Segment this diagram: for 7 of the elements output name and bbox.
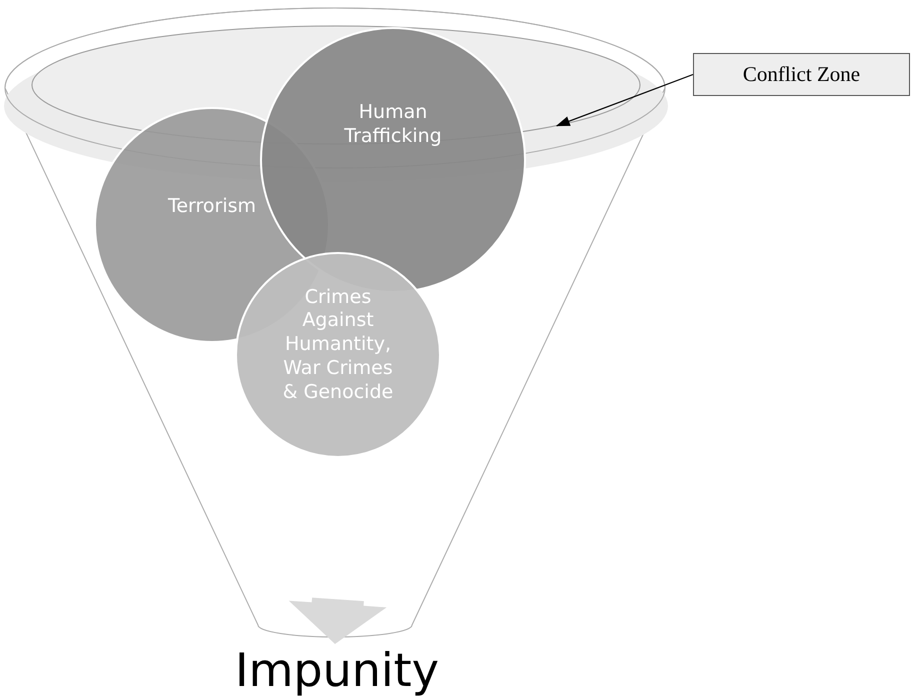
circle-label: Crimes Against Humantity, War Crimes & Genocide (282, 286, 394, 404)
arrow (556, 74, 694, 126)
callout-box: Conflict Zone (693, 53, 910, 96)
circle-label: Human Trafficking (343, 101, 443, 149)
circle-label: Terrorism (166, 195, 258, 219)
block-arrow (288, 598, 387, 644)
result-label: Impunity (235, 644, 435, 696)
